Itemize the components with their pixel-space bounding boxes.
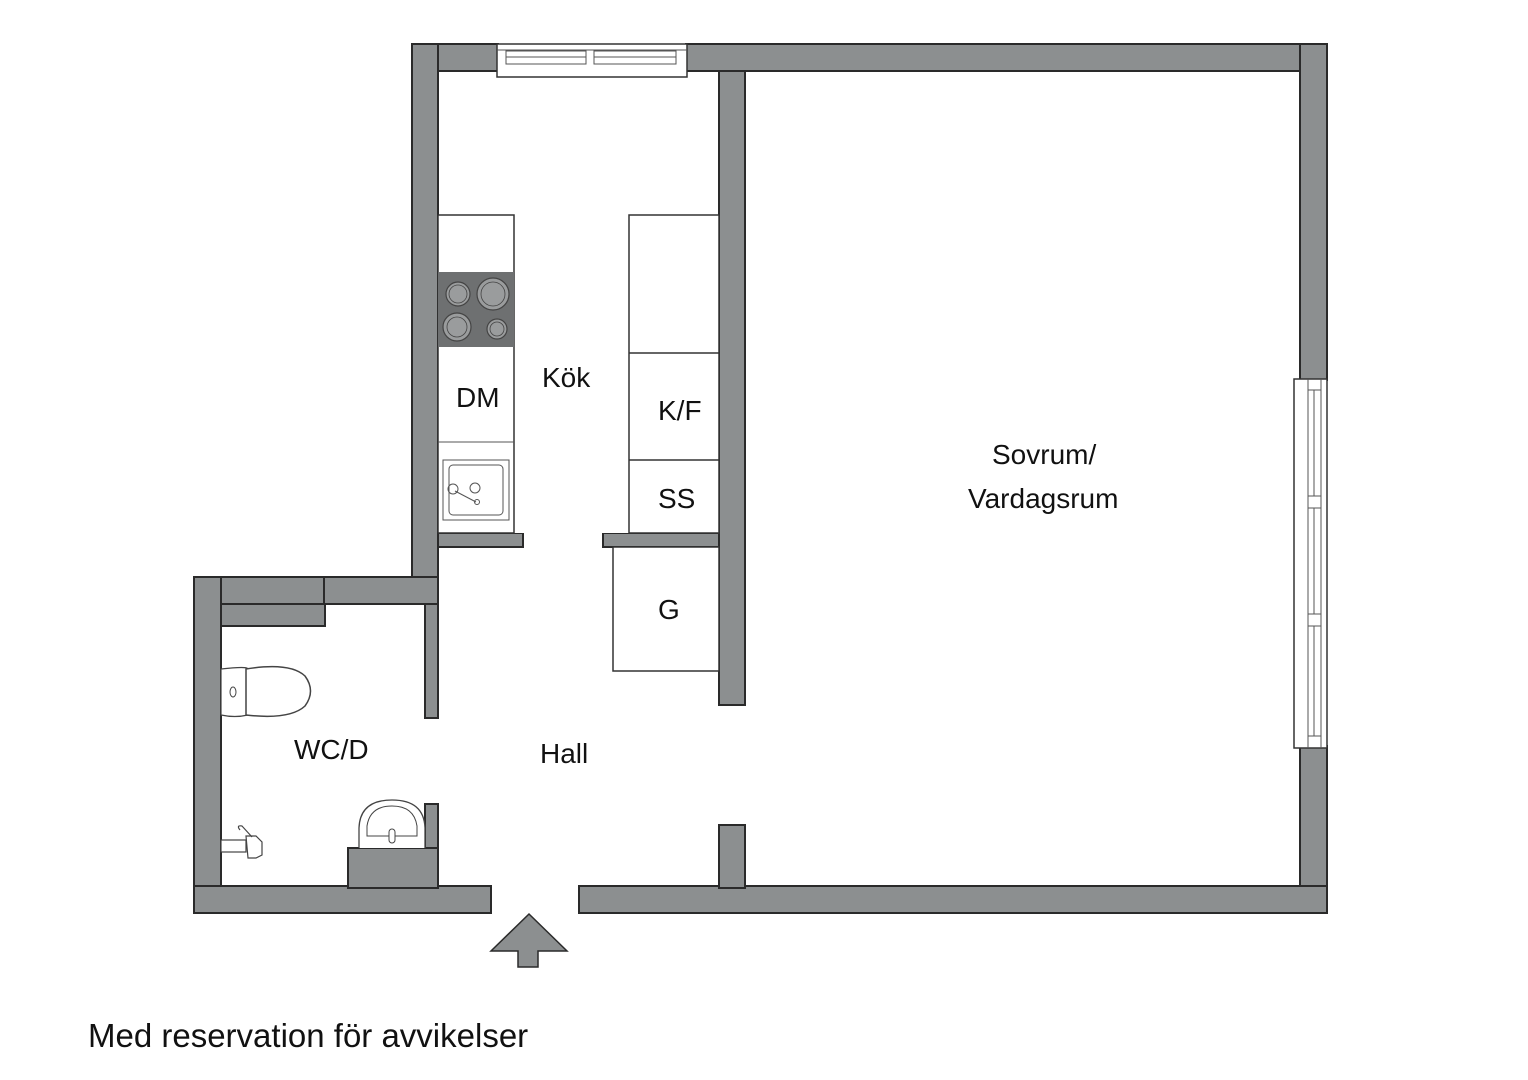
window-right	[1293, 378, 1328, 749]
room-label-wc: WC/D	[294, 734, 369, 765]
appliance-label-g: G	[658, 594, 680, 625]
walls	[193, 43, 1328, 914]
room-label-sovrum-line1: Sovrum/	[992, 439, 1096, 470]
room-label-kok: Kök	[542, 362, 591, 393]
sink-icon	[442, 459, 510, 521]
appliance-label-kf: K/F	[658, 395, 702, 426]
kitchen-right-counter	[628, 214, 720, 534]
window-top	[496, 43, 688, 78]
room-label-sovrum-line2: Vardagsrum	[968, 483, 1118, 514]
washbasin-icon	[358, 799, 426, 848]
room-label-hall: Hall	[540, 738, 588, 769]
stove-icon	[438, 272, 514, 347]
shower-head-icon	[220, 825, 263, 859]
wardrobe	[612, 546, 720, 672]
appliance-label-dm: DM	[456, 382, 500, 413]
appliance-label-ss: SS	[658, 483, 695, 514]
entrance-arrow-icon	[489, 912, 569, 968]
disclaimer-text: Med reservation för avvikelser	[88, 1017, 529, 1054]
toilet-icon	[220, 665, 312, 718]
kitchen-left-counter	[437, 214, 515, 534]
